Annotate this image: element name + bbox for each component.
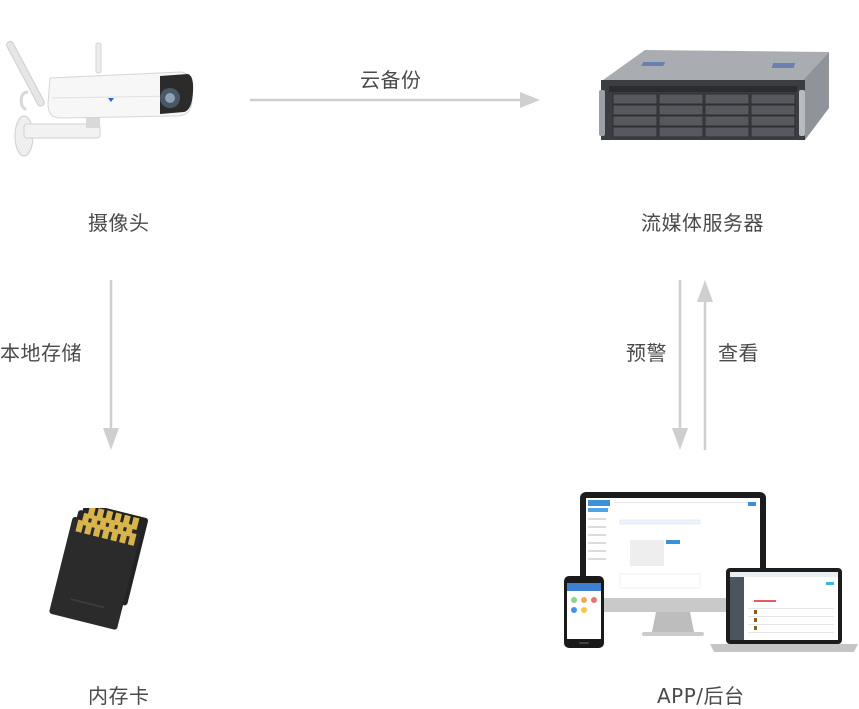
devices-icon [564,492,858,652]
app-label: APP/后台 [657,684,745,708]
server-label: 流媒体服务器 [641,211,764,235]
alert-label: 预警 [626,341,667,365]
sdcard-node [38,503,158,638]
cloud-backup-label: 云备份 [360,68,422,92]
server-node [595,42,835,142]
sd-card-icon [49,503,149,630]
view-arrow [697,280,713,450]
sdcard-label: 内存卡 [88,684,150,708]
server-icon [599,50,829,140]
alert-arrow [672,280,688,450]
cloud-backup-arrow [250,92,540,108]
camera-node [0,28,200,168]
local-storage-arrow [103,280,119,450]
app-node [558,490,858,655]
camera-icon [6,40,194,157]
camera-label: 摄像头 [88,211,150,235]
local-storage-label: 本地存储 [0,341,82,365]
view-label: 查看 [718,341,759,365]
